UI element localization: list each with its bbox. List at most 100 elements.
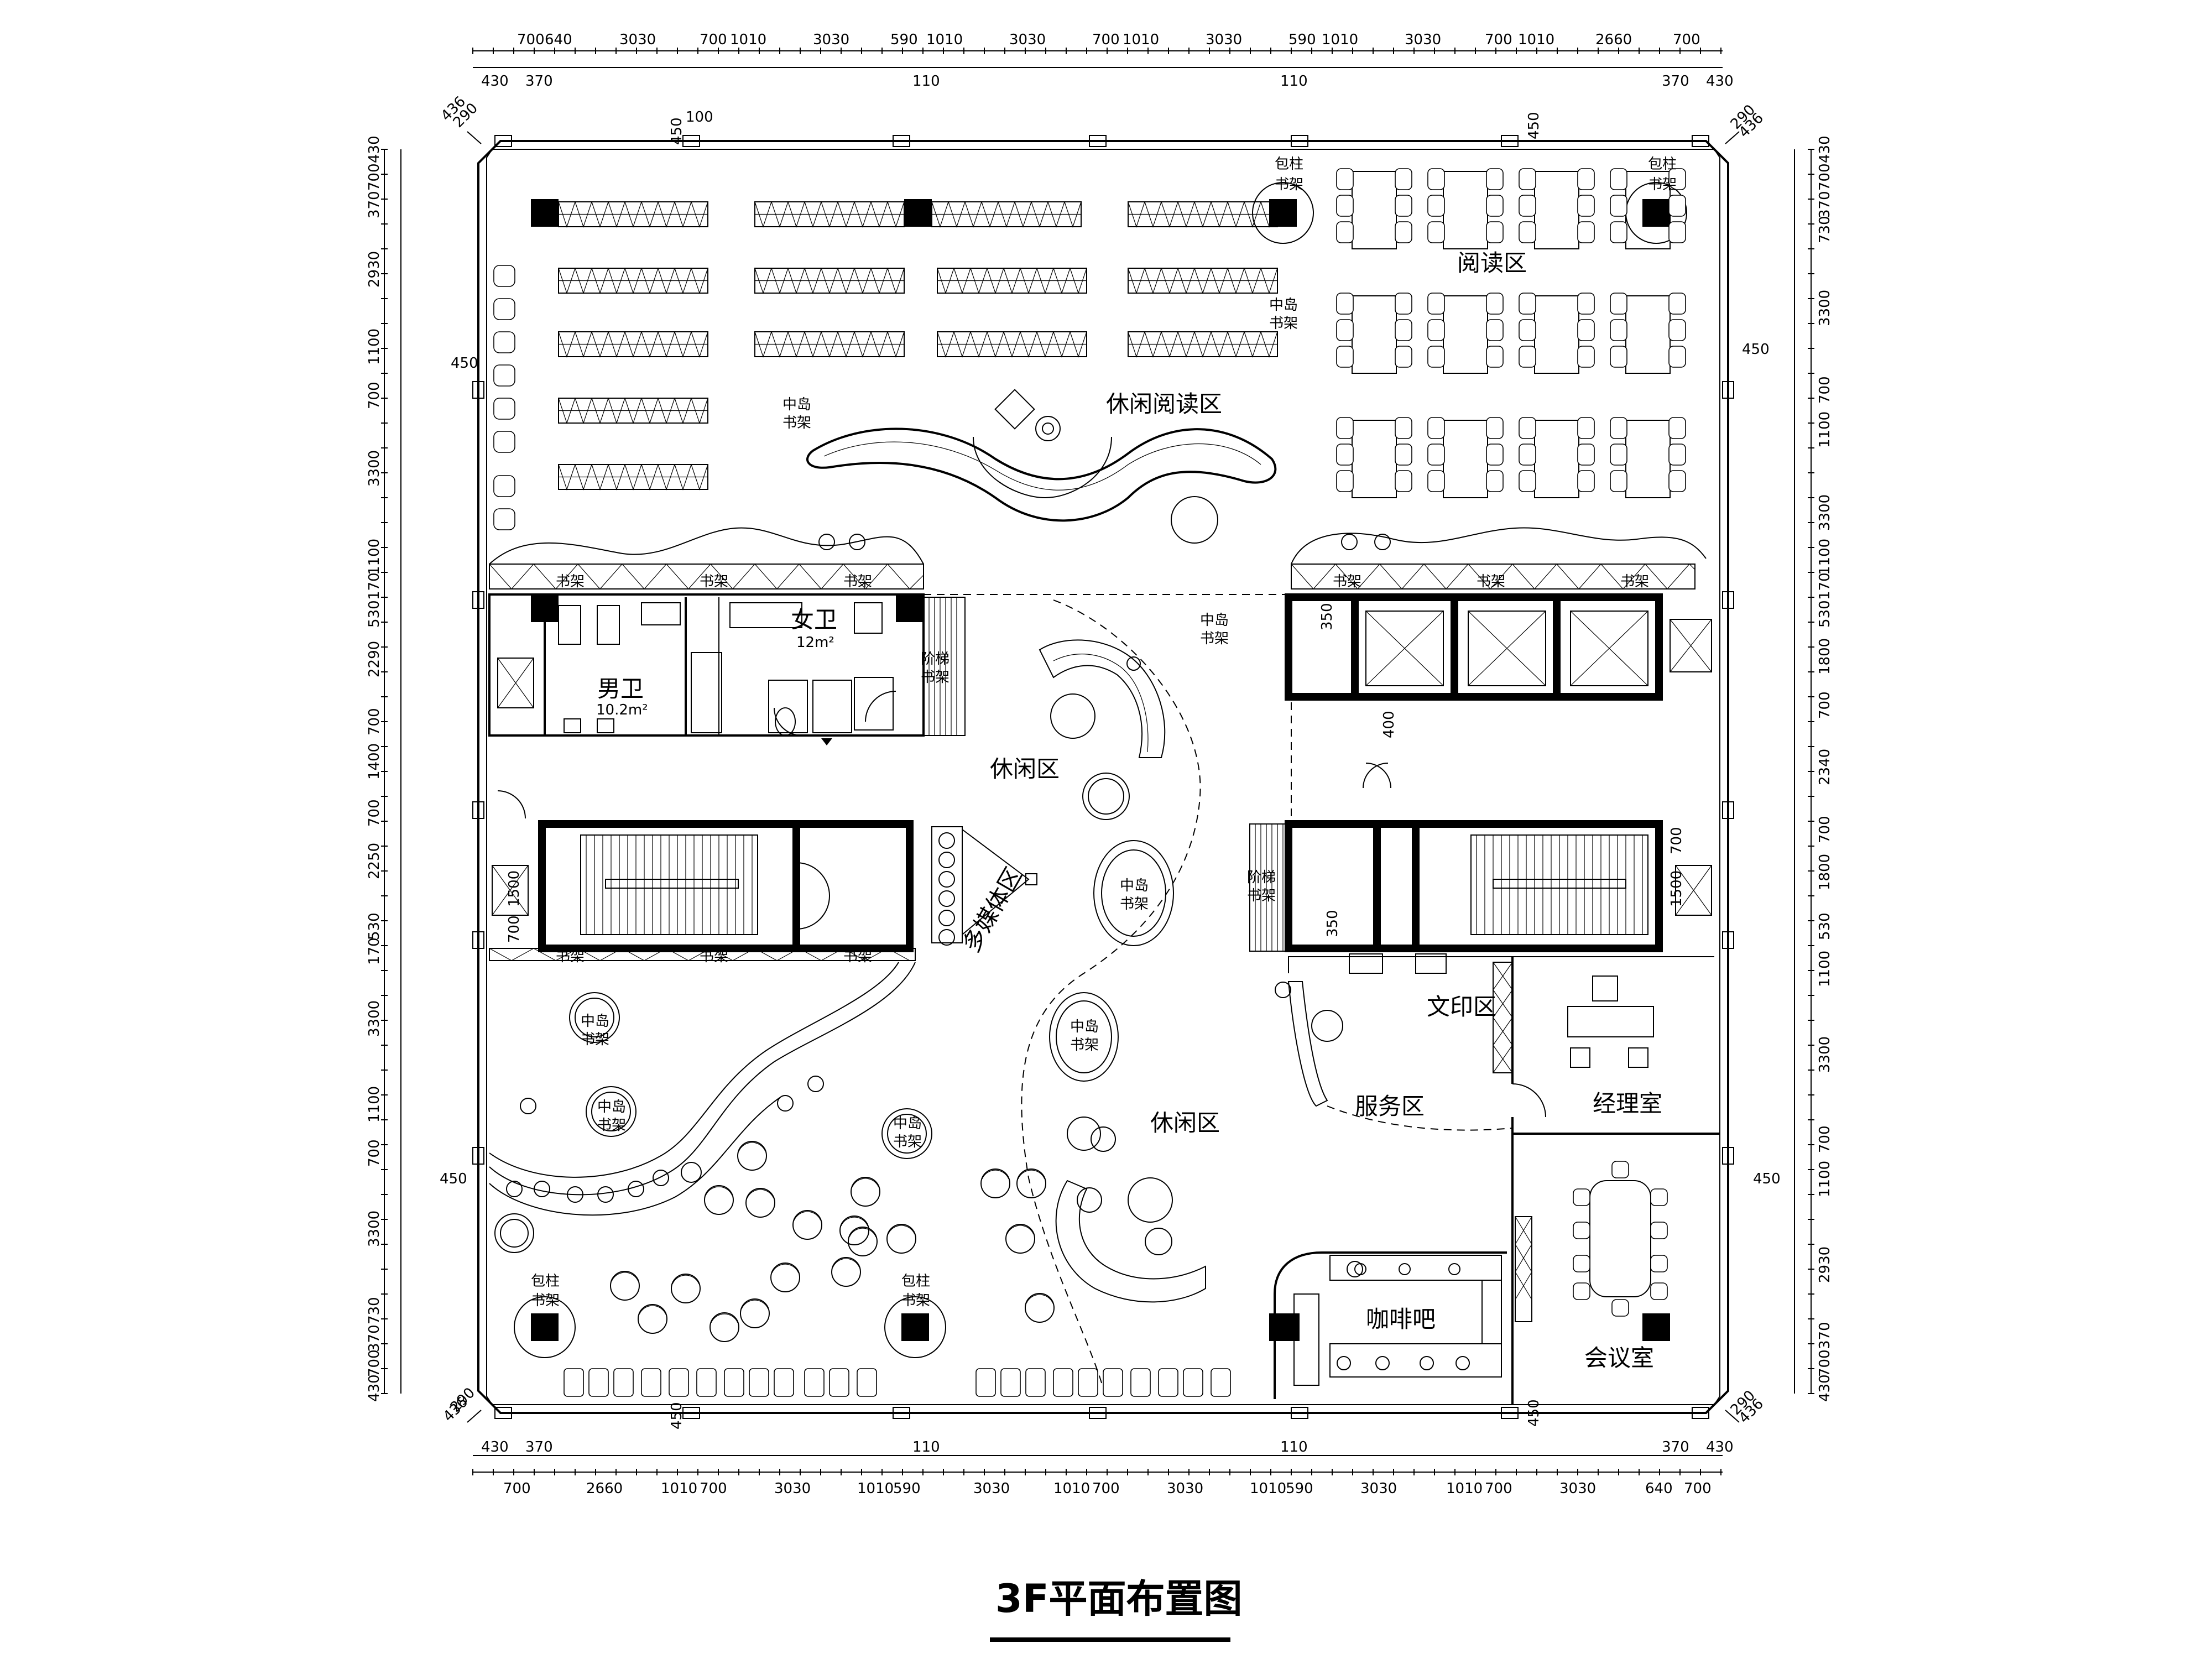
bookshelf <box>558 398 708 424</box>
dimension-texts: 700 640 3030 700 1010 3030 590 1010 3030… <box>366 32 1833 1497</box>
lounge-chair <box>980 1168 1010 1198</box>
label-service-area: 服务区 <box>1355 1093 1425 1120</box>
lounge-chair <box>709 1312 739 1342</box>
drawing-title: 3F平面布置图 <box>990 1576 1243 1642</box>
dim-bot-12: 1010 <box>1250 1480 1286 1497</box>
dim-bot-in-2: 370 <box>525 1439 553 1455</box>
label-meeting-room: 会议室 <box>1584 1344 1654 1371</box>
dim-left-8: 1100 <box>366 539 383 575</box>
bookshelf <box>1128 201 1278 228</box>
dim-right-11: 530 <box>1817 600 1833 628</box>
dim-top-9: 3030 <box>1009 32 1046 48</box>
label-island-shelf-7: 书架 <box>597 1117 626 1134</box>
meeting-chair <box>1573 1188 1590 1206</box>
dim-top-in-4: 110 <box>1280 73 1308 90</box>
right-core <box>1249 593 1712 952</box>
dim-right-9: 1100 <box>1817 539 1833 575</box>
label-wrap-col-2: 包柱 <box>1648 156 1677 173</box>
bench-seat <box>774 1368 794 1397</box>
bench-seat <box>857 1368 877 1397</box>
label-island-shelf-3: 书架 <box>1200 630 1229 647</box>
dim-bot-in-1: 430 <box>481 1439 509 1455</box>
plant-pot <box>597 1186 614 1203</box>
lounge-chair <box>671 1274 701 1303</box>
dim-1500-right: 1500 <box>1668 870 1685 907</box>
plant-pot <box>506 1181 523 1197</box>
upper-wave-shelves <box>489 527 1707 589</box>
lounge-chairs <box>610 1141 1055 1342</box>
label-island-shelf-8: 书架 <box>893 1134 922 1150</box>
dim-bot-6: 1010 <box>857 1480 894 1497</box>
dim-left-21: 3300 <box>366 1211 383 1247</box>
dim-top-6: 3030 <box>813 32 849 48</box>
label-island-shelf-4: 书架 <box>1120 896 1149 912</box>
label-multimedia: 多媒体区 <box>957 863 1027 957</box>
dim-bot-7: 590 <box>893 1480 921 1497</box>
dim-bot-13: 590 <box>1286 1480 1313 1497</box>
dim-right-19: 3300 <box>1817 1036 1833 1073</box>
label-shelf-top-5: 书架 <box>1477 573 1505 590</box>
dim-right-7: 1100 <box>1817 411 1833 448</box>
plant-pot <box>567 1186 583 1203</box>
dim-left-6: 700 <box>366 382 383 409</box>
dim-left-3: 370 <box>366 191 383 218</box>
lounge-chair <box>610 1271 640 1301</box>
dim-right-6: 700 <box>1817 376 1833 404</box>
dim-left-20: 700 <box>366 1139 383 1167</box>
multimedia-area <box>931 826 1037 946</box>
label-leisure-reading: 休闲阅读区 <box>1106 390 1222 418</box>
dim-right-22: 2930 <box>1817 1246 1833 1283</box>
bench-seat <box>564 1368 584 1397</box>
label-island-8: 中岛 <box>893 1115 922 1132</box>
dim-700-left: 700 <box>506 915 523 943</box>
label-island-shelf-6: 书架 <box>581 1031 609 1048</box>
label-manager-room: 经理室 <box>1593 1090 1662 1117</box>
bench-seat <box>1183 1368 1203 1397</box>
dim-right-23: 370 <box>1817 1322 1833 1349</box>
dim-top-1: 700 <box>517 32 545 48</box>
dim-top-17: 1010 <box>1518 32 1554 48</box>
lounge-chair <box>831 1257 861 1287</box>
dim-right-25: 430 <box>1817 1374 1833 1402</box>
meeting-chairs <box>1573 1161 1668 1317</box>
plant-pot <box>520 1098 536 1114</box>
label-shelf-mid-1: 书架 <box>556 948 585 965</box>
dim-left-23: 370 <box>366 1324 383 1352</box>
wall-chair <box>493 475 515 497</box>
label-island-shelf-5: 书架 <box>1070 1037 1099 1053</box>
meeting-chair <box>1650 1282 1668 1300</box>
dim-top-3: 3030 <box>619 32 656 48</box>
bookshelf <box>754 268 905 294</box>
dimension-lines <box>381 48 1814 1475</box>
reading-table <box>1519 168 1595 249</box>
bench-seat <box>804 1368 825 1397</box>
dim-top-13: 590 <box>1288 32 1316 48</box>
label-island-shelf-2: 书架 <box>782 415 811 431</box>
bench-seat <box>641 1368 661 1397</box>
dim-bot-11: 3030 <box>1167 1480 1203 1497</box>
dim-700-right: 700 <box>1668 827 1685 854</box>
bookshelf <box>937 268 1087 294</box>
bookshelf <box>558 464 708 491</box>
bench-seat <box>1130 1368 1151 1397</box>
dim-left-1: 430 <box>366 135 383 163</box>
dim-450-left-low: 450 <box>440 1171 467 1187</box>
label-shelf-top-3: 书架 <box>843 573 872 590</box>
small-circles <box>506 534 1391 1277</box>
label-shelf-top-1: 书架 <box>556 573 585 590</box>
dim-right-8: 3300 <box>1817 494 1833 531</box>
dim-bot-15: 1010 <box>1446 1480 1483 1497</box>
dim-450-right-low: 450 <box>1753 1171 1781 1187</box>
label-women-toilet: 女卫 <box>791 606 837 633</box>
dim-top-12: 3030 <box>1206 32 1242 48</box>
lounge-chair <box>704 1185 734 1215</box>
reading-table <box>1336 417 1412 498</box>
bookshelf <box>754 201 905 228</box>
dim-450-left: 450 <box>451 355 478 372</box>
reading-table <box>1610 293 1686 374</box>
dim-bot-10: 700 <box>1092 1480 1120 1497</box>
label-coffee-bar: 咖啡吧 <box>1366 1306 1436 1333</box>
bench-seat <box>1053 1368 1073 1397</box>
dim-left-11: 2290 <box>366 641 383 677</box>
dim-450-right: 450 <box>1742 341 1770 358</box>
